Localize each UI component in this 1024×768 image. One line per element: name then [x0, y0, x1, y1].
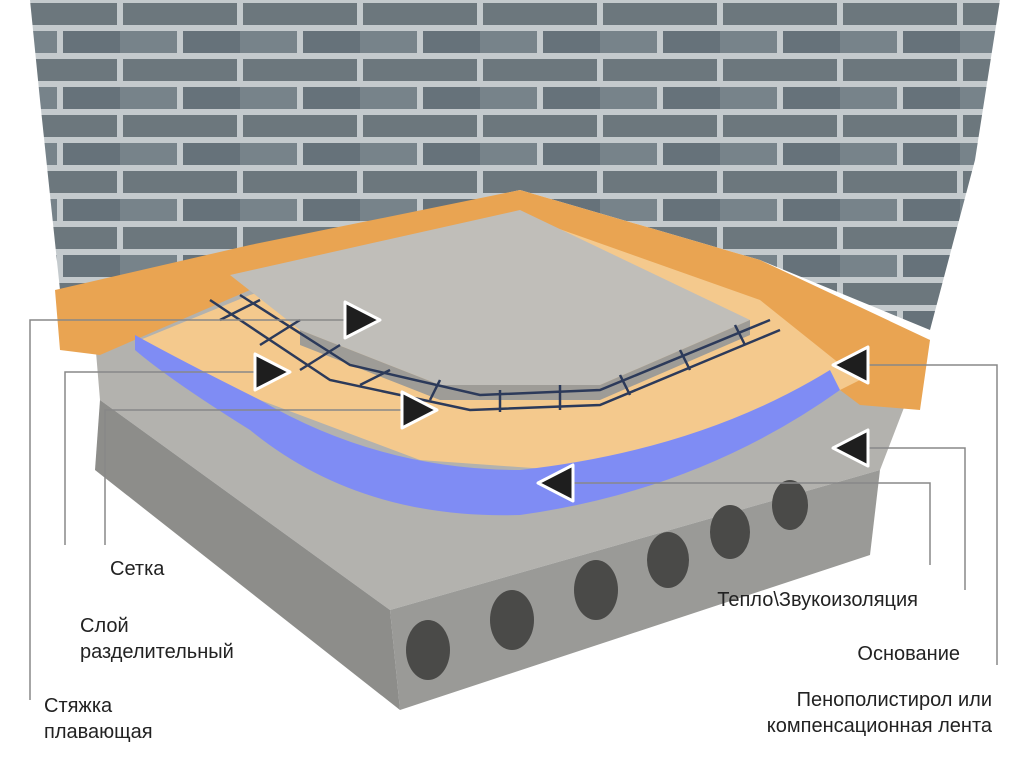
label-floating-screed: Стяжка плавающая	[44, 695, 153, 743]
insulation-layer	[135, 335, 840, 516]
arrow-eps-tape	[831, 345, 870, 385]
arrow-insulation	[536, 463, 575, 503]
arrow-floating-screed	[343, 300, 382, 340]
label-separating-layer: Слой разделительный	[80, 615, 234, 663]
left-brick-wall	[30, 0, 520, 290]
arrow-separating-layer	[253, 352, 292, 392]
hollow-core-slab-side	[95, 400, 400, 710]
back-brick-wall	[520, 0, 1000, 330]
leader-lines	[29, 319, 998, 700]
label-mesh: Сетка	[110, 558, 165, 580]
label-eps-tape: Пенополистирол или компенсационная лента	[766, 689, 992, 737]
compensation-tape	[55, 190, 930, 410]
floating-screed	[230, 210, 750, 385]
arrow-base	[831, 428, 870, 468]
reinforcement-mesh	[209, 293, 781, 412]
arrow-mesh	[400, 390, 439, 430]
label-base: Основание	[857, 643, 960, 665]
slab-holes	[406, 480, 808, 680]
hollow-core-slab-front	[390, 470, 880, 710]
label-insulation: Тепло\Звукоизоляция	[717, 589, 918, 611]
